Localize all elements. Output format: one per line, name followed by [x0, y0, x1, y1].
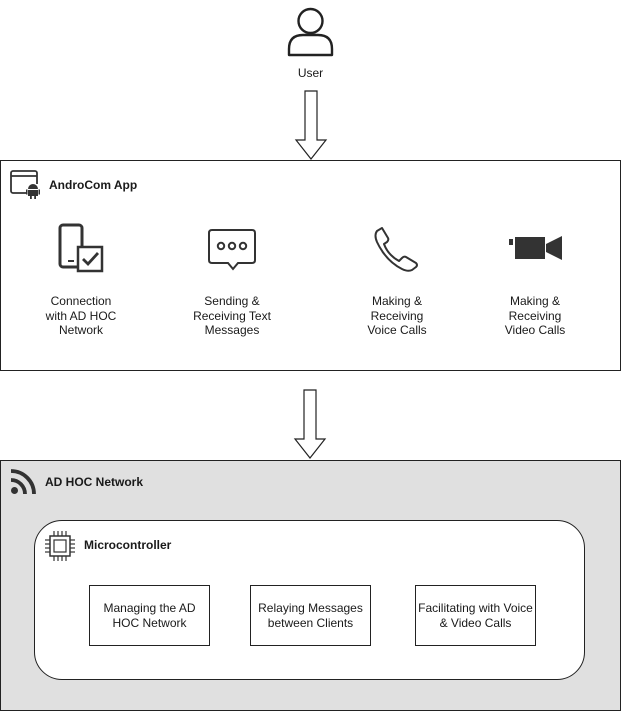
user-icon — [287, 5, 334, 57]
feature-label-video-calls: Making & Receiving Video Calls — [504, 294, 566, 337]
wireless-signal-icon — [10, 469, 36, 495]
video-camera-icon — [508, 235, 564, 261]
feature-label-text-messages: Sending & Receiving Text Messages — [193, 294, 271, 337]
android-app-icon — [10, 170, 40, 200]
chip-icon — [44, 530, 76, 562]
task-label-facilitating: Facilitating with Voice & Video Calls — [418, 601, 533, 630]
network-title: AD HOC Network — [45, 475, 144, 489]
task-box-managing: Managing the AD HOC Network — [89, 585, 210, 646]
task-box-relaying: Relaying Messages between Clients — [250, 585, 371, 646]
arrow-app-to-network — [292, 389, 328, 461]
task-label-relaying: Relaying Messages between Clients — [258, 601, 363, 630]
user-label: User — [297, 66, 324, 80]
feature-label-voice-calls: Making & Receiving Voice Calls — [367, 294, 427, 337]
phone-check-icon — [57, 223, 105, 275]
microcontroller-title: Microcontroller — [84, 538, 172, 552]
phone-handset-icon — [372, 225, 420, 273]
task-box-facilitating: Facilitating with Voice & Video Calls — [415, 585, 536, 646]
chat-bubble-icon — [208, 228, 258, 272]
task-label-managing: Managing the AD HOC Network — [103, 601, 196, 630]
arrow-user-to-app — [293, 90, 329, 162]
androcom-app-box — [0, 160, 621, 371]
feature-label-connection: Connection with AD HOC Network — [45, 294, 117, 337]
app-title: AndroCom App — [49, 178, 138, 192]
